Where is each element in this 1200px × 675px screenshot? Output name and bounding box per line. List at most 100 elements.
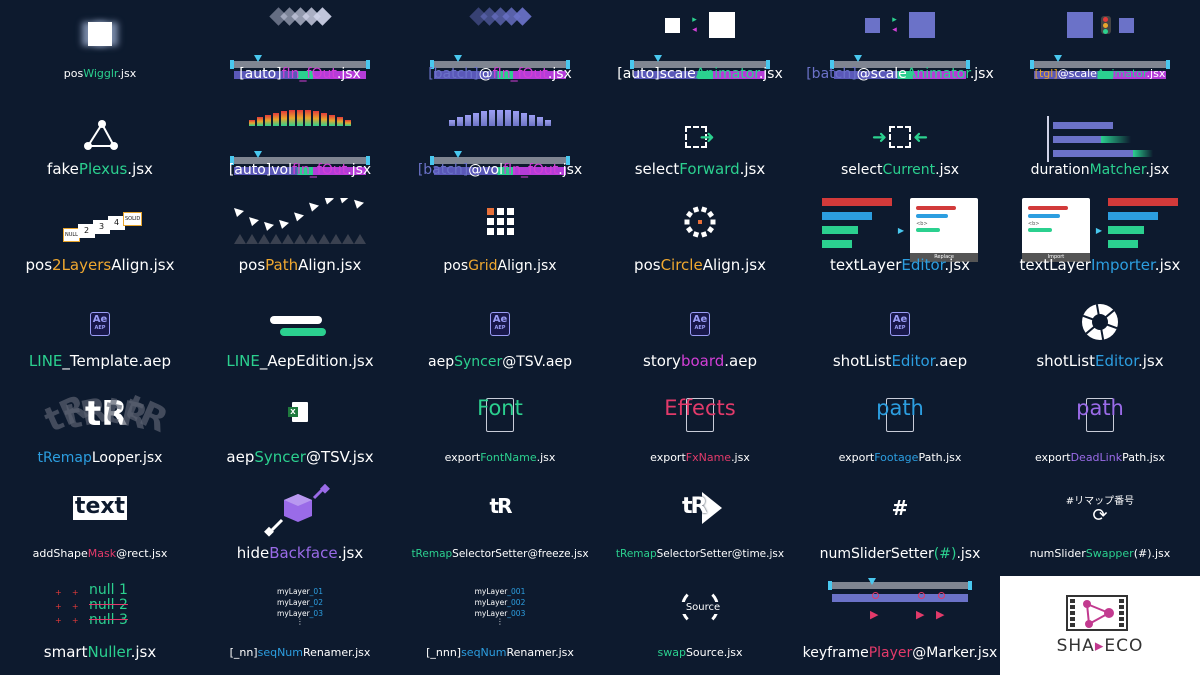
- swap-source-icon: Source: [678, 588, 728, 626]
- tile-batch-finfout[interactable]: [batch]@fIn_fOut.jsx: [400, 0, 600, 96]
- tile-label: aepSyncer@TSV.aep: [400, 354, 600, 370]
- tile-keyframeplayer[interactable]: ▶▶▶keyframePlayer@Marker.jsx: [800, 576, 1000, 675]
- tile-logo[interactable]: SHA▸ECO: [1000, 576, 1200, 675]
- null-layer-label: null 1: [89, 582, 128, 598]
- document-page-icon: [886, 398, 914, 432]
- label-part: @rect.jsx: [116, 547, 168, 560]
- label-part: .jsx: [758, 66, 783, 82]
- tile-label: textLayerEditor.jsx: [800, 256, 1000, 274]
- label-part: Path.jsx: [918, 451, 962, 464]
- label-part: Backface: [269, 544, 338, 562]
- tile-auto-volfinfout[interactable]: [auto]volfIn_fOut.jsx: [200, 96, 400, 192]
- path-align-icon: [200, 198, 400, 246]
- label-part: Align.jsx: [298, 256, 362, 274]
- scale-squares-icon: ▸◂: [600, 12, 800, 38]
- label-part: .jsx: [956, 546, 981, 562]
- label-part: Wigglr: [83, 67, 118, 80]
- layer-name: myLayer_03: [277, 609, 323, 618]
- tile-tgl-scaleanimator[interactable]: [tgl]@scaleAnimator.jsx: [1000, 0, 1200, 96]
- tile-auto-finfout[interactable]: [auto]fIn_fOut.jsx: [200, 0, 400, 96]
- label-part: export: [444, 451, 481, 464]
- tile-posgridalign[interactable]: posGridAlign.jsx: [400, 192, 600, 288]
- tile-posWigglr[interactable]: posWigglr.jsx: [0, 0, 200, 96]
- label-part: fIn_fOut: [281, 66, 337, 82]
- tile-selectforward[interactable]: ➜selectForward.jsx: [600, 96, 800, 192]
- label-part: hide: [236, 544, 270, 562]
- tile-label: posPathAlign.jsx: [200, 256, 400, 274]
- tile-textlayerimporter[interactable]: <b>Import▶textLayerImporter.jsx: [1000, 192, 1200, 288]
- tile-line-aepedition[interactable]: LINE_AepEdition.jsx: [200, 288, 400, 384]
- tile-pospathalign[interactable]: posPathAlign.jsx: [200, 192, 400, 288]
- scale-squares-icon: ▸◂: [800, 12, 1000, 38]
- timeline-track: [1030, 55, 1170, 83]
- tile-selectcurrent[interactable]: ➜➜selectCurrent.jsx: [800, 96, 1000, 192]
- label-part: numSlider: [1029, 547, 1086, 560]
- backface-cube-icon: [200, 484, 400, 540]
- layer-name: myLayer_01: [277, 587, 323, 596]
- label-part: @TSV.jsx: [305, 448, 374, 466]
- label-part: tRemap: [411, 548, 453, 560]
- tile-fakeplexus[interactable]: fakePlexus.jsx: [0, 96, 200, 192]
- label-part: Looper.jsx: [91, 450, 163, 466]
- tile-poscirclealign[interactable]: posCircleAlign.jsx: [600, 192, 800, 288]
- tile-durationmatcher[interactable]: durationMatcher.jsx: [1000, 96, 1200, 192]
- tile-auto-scaleanimator[interactable]: ▸◂ [auto]scaleAnimator.jsx: [600, 0, 800, 96]
- replace-button[interactable]: Replace: [910, 253, 979, 262]
- wiggle-square-icon: [88, 22, 112, 46]
- tile-label: durationMatcher.jsx: [1000, 162, 1200, 178]
- label-part: [batch]: [417, 162, 469, 178]
- tile-batch-scaleanimator[interactable]: ▸◂[batch]@scaleAnimator.jsx: [800, 0, 1000, 96]
- circle-align-icon: [600, 204, 800, 240]
- tile-label: LINE_Template.aep: [0, 352, 200, 370]
- tile-batch-volfinfout[interactable]: [batch]@volfIn_fOut.jsx: [400, 96, 600, 192]
- tile-label: posCircleAlign.jsx: [600, 256, 800, 274]
- tile-numsliderswapper[interactable]: #リマップ番号⟳numSliderSwapper(#).jsx: [1000, 480, 1200, 576]
- label-part: _Template.aep: [62, 352, 172, 370]
- label-part: Matcher: [1089, 162, 1146, 178]
- tile-hidebackface[interactable]: hideBackface.jsx: [200, 480, 400, 576]
- label-part: fIn_fOut: [492, 66, 548, 82]
- layer-name: myLayer_002: [474, 598, 526, 607]
- import-button[interactable]: Import: [1021, 253, 1090, 262]
- label-part: fIn_fOut: [503, 162, 559, 178]
- tile-label: [auto]scaleAnimator.jsx: [600, 66, 800, 82]
- tile-word: path: [1076, 396, 1124, 420]
- label-part: [auto]scale: [617, 66, 696, 82]
- tile-label: [tgl]@scaleAnimator.jsx: [1000, 67, 1200, 80]
- label-part: shotList: [1036, 352, 1095, 370]
- label-part: .aep: [934, 352, 968, 370]
- label-part: textLayer: [829, 256, 902, 274]
- label-part: [auto]: [239, 66, 282, 82]
- tile-numslidersetter[interactable]: #numSliderSetter(#).jsx: [800, 480, 1000, 576]
- tile-label: [batch]@fIn_fOut.jsx: [400, 66, 600, 82]
- tile-label: fakePlexus.jsx: [0, 160, 200, 178]
- tile-word: Font: [477, 396, 523, 420]
- label-part: story: [643, 352, 681, 370]
- tile-label: posWigglr.jsx: [0, 67, 200, 80]
- tile-label: storyboard.aep: [600, 352, 800, 370]
- tile-shotlisteditor-jsx[interactable]: shotListEditor.jsx: [1000, 288, 1200, 384]
